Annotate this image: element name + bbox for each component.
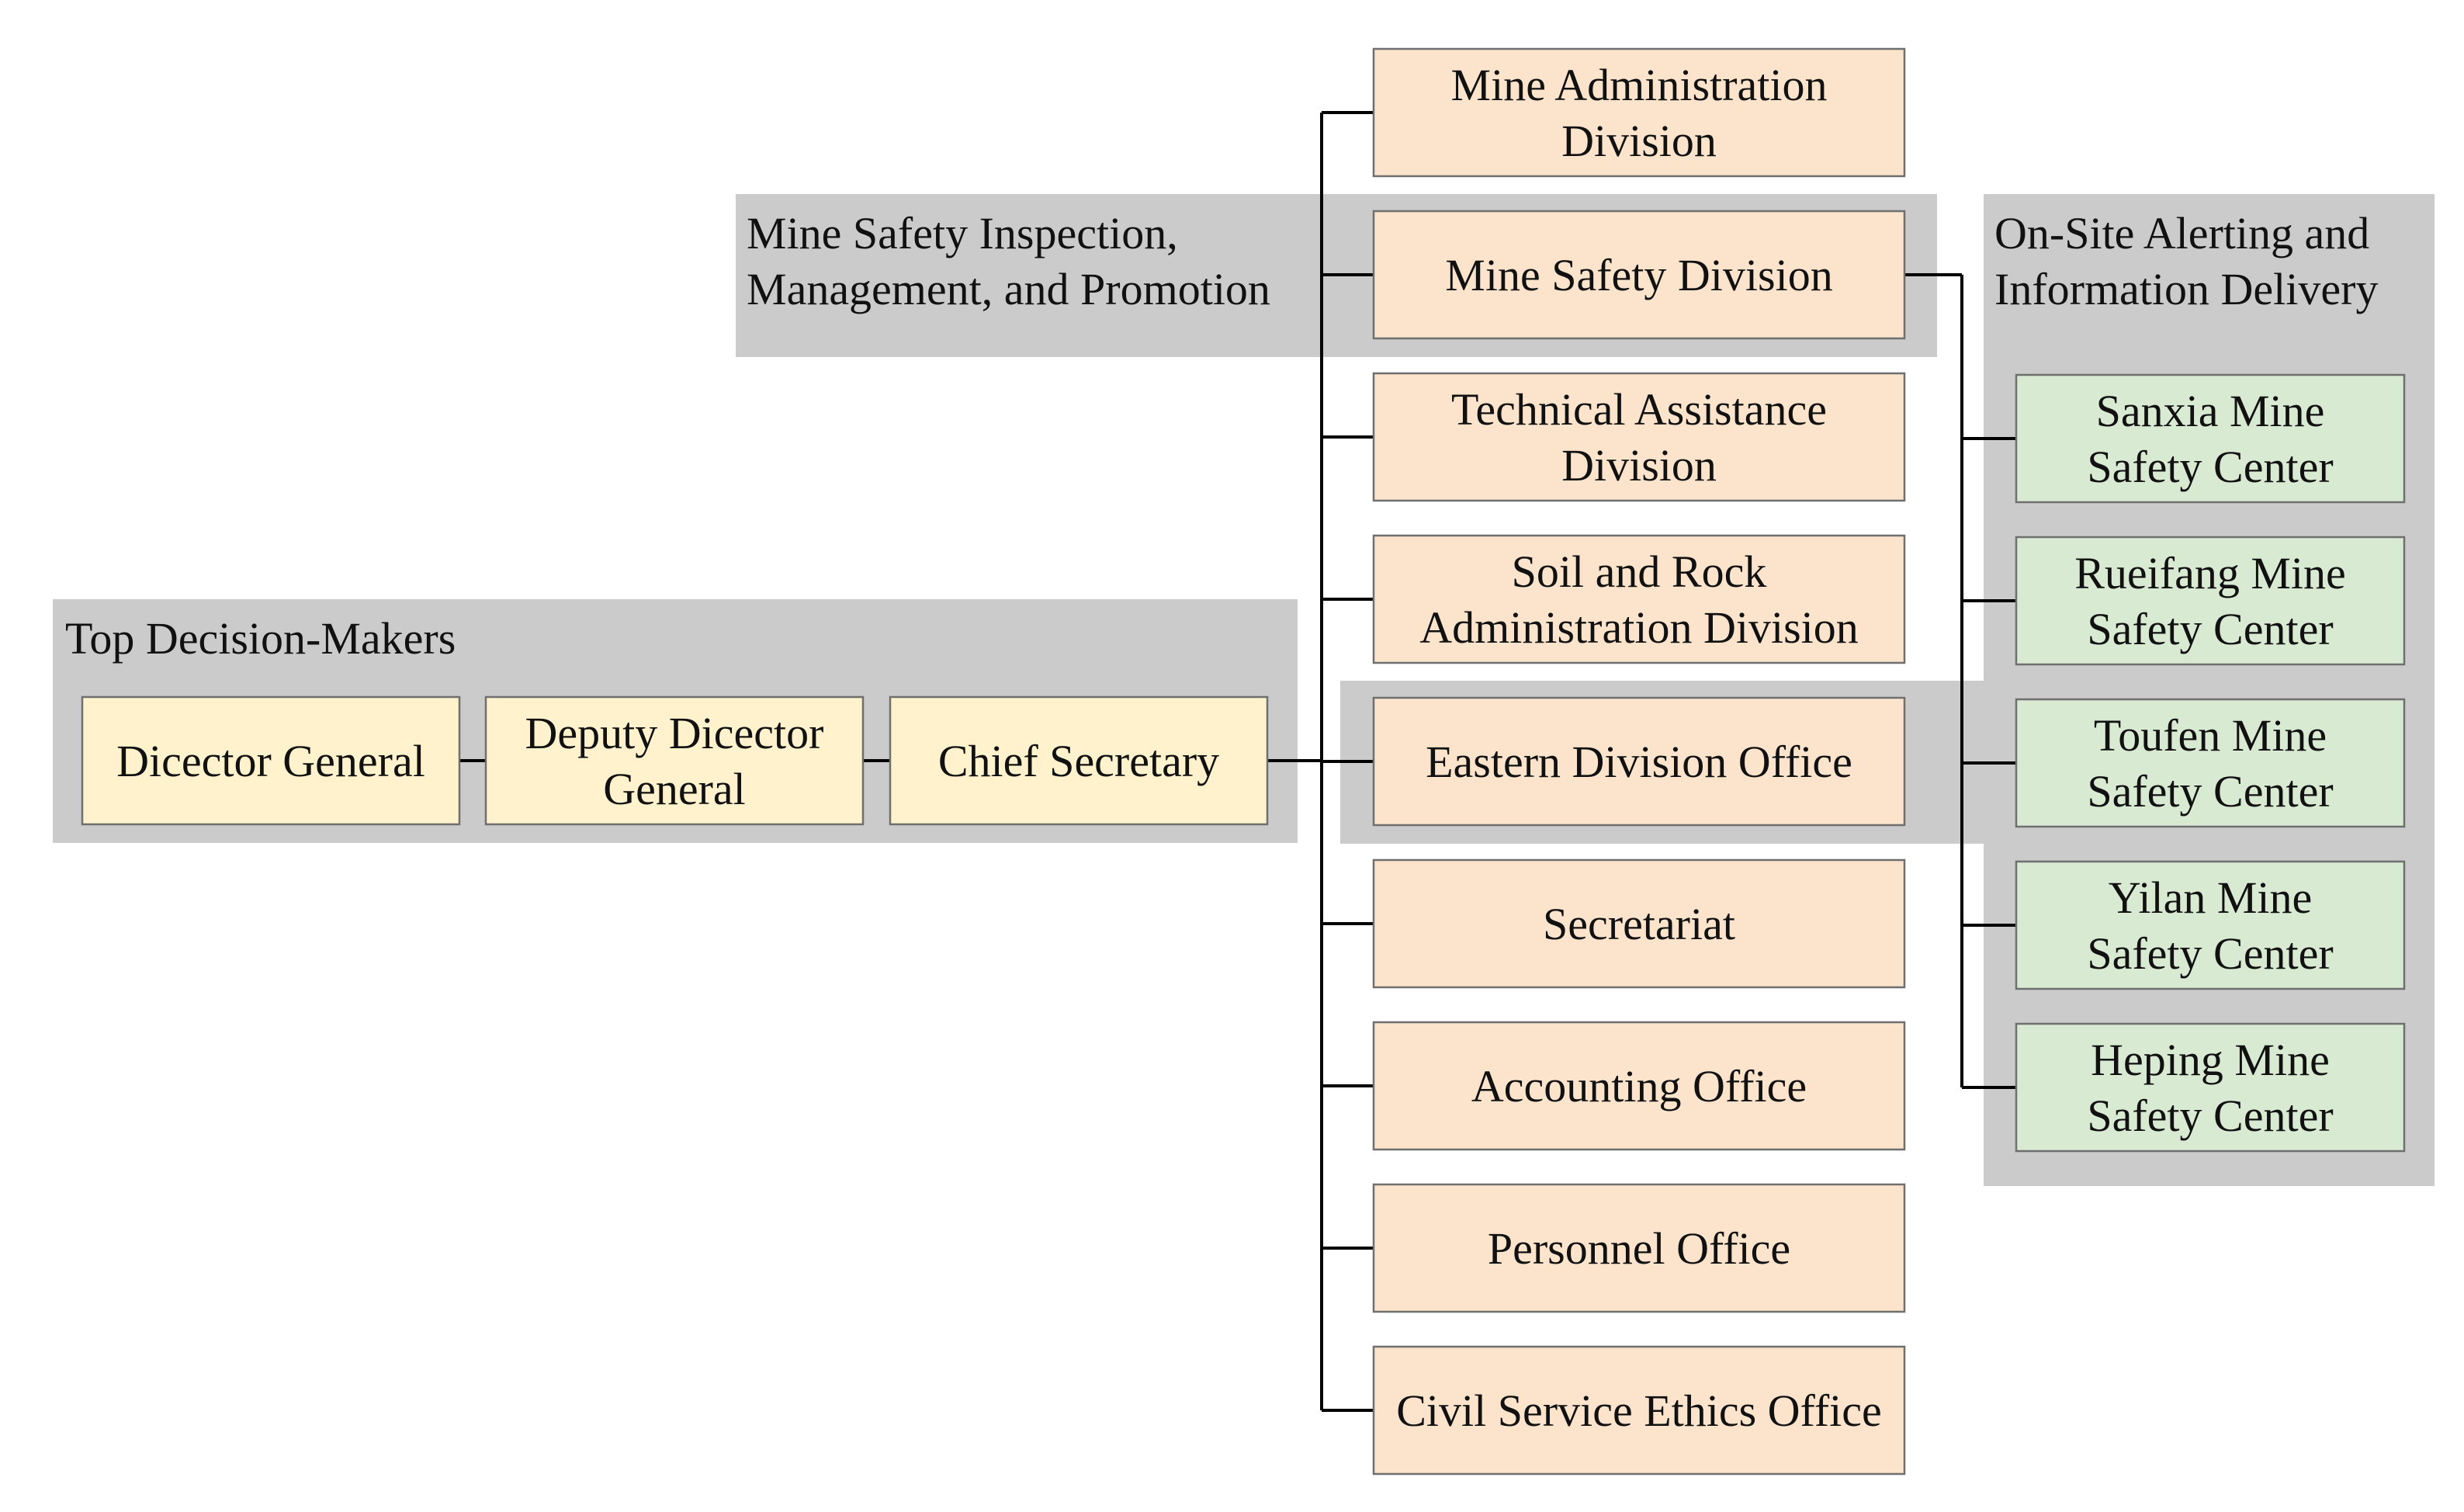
division-mine-administration-division-label: Mine Administration — [1451, 60, 1828, 110]
division-technical-assistance-division-box — [1372, 372, 1906, 502]
leader-chief-secretary-box — [889, 695, 1269, 826]
group-top-label: Top Decision-Makers — [65, 613, 456, 664]
division-mine-safety-division: Mine Safety Division — [1372, 210, 1906, 340]
center-toufen-mine-safety-center-box — [2015, 698, 2406, 828]
division-accounting-office-label: Accounting Office — [1471, 1061, 1807, 1111]
division-secretariat: Secretariat — [1372, 858, 1906, 989]
division-civil-service-ethics-office-box — [1372, 1345, 1906, 1476]
center-toufen-mine-safety-center-label: Safety Center — [2087, 766, 2333, 817]
center-heping-mine-safety-center-box — [2015, 1022, 2406, 1153]
center-sanxia-mine-safety-center-label: Safety Center — [2087, 442, 2333, 492]
division-accounting-office-box — [1372, 1021, 1906, 1151]
division-secretariat-label: Secretariat — [1543, 899, 1735, 949]
division-eastern-division-office-label: Eastern Division Office — [1426, 737, 1852, 787]
group-alerting-panel — [1984, 194, 2435, 1186]
division-personnel-office: Personnel Office — [1372, 1183, 1906, 1313]
division-personnel-office-box — [1372, 1183, 1906, 1313]
center-yilan-mine-safety-center-label: Yilan Mine — [2109, 872, 2313, 923]
division-accounting-office: Accounting Office — [1372, 1021, 1906, 1151]
division-soil-and-rock-administration-division-label: Administration Division — [1419, 602, 1859, 653]
group-alerting-label: Information Delivery — [1994, 264, 2378, 314]
group-backgrounds: Top Decision-Makers Mine Safety Inspectio… — [53, 194, 2435, 1186]
center-toufen-mine-safety-center-label: Toufen Mine — [2094, 710, 2327, 761]
center-yilan-mine-safety-center-box — [2015, 860, 2406, 990]
center-sanxia-mine-safety-center-label: Sanxia Mine — [2096, 386, 2325, 436]
center-heping-mine-safety-center-label: Safety Center — [2087, 1091, 2333, 1141]
division-personnel-office-label: Personnel Office — [1488, 1223, 1790, 1274]
division-eastern-division-office-box — [1372, 696, 1906, 827]
division-secretariat-box — [1372, 858, 1906, 989]
leader-chief-secretary-label: Chief Secretary — [938, 736, 1219, 786]
center-yilan-mine-safety-center-label: Safety Center — [2087, 928, 2333, 979]
group-inspection-label: Mine Safety Inspection, — [747, 208, 1178, 258]
leader-deputy-dicector-general-label: Deputy Dicector — [525, 708, 824, 758]
division-mine-administration-division-label: Division — [1561, 116, 1717, 166]
leader-dicector-general-label: Dicector General — [116, 736, 425, 786]
center-sanxia-mine-safety-center-box — [2015, 373, 2406, 504]
division-mine-safety-division-label: Mine Safety Division — [1445, 250, 1832, 300]
leader-chief-secretary: Chief Secretary — [889, 695, 1269, 826]
division-technical-assistance-division-label: Technical Assistance — [1451, 384, 1827, 435]
division-eastern-division-office: Eastern Division Office — [1372, 696, 1906, 827]
division-technical-assistance-division-label: Division — [1561, 440, 1717, 491]
center-rueifang-mine-safety-center-label: Rueifang Mine — [2074, 548, 2346, 598]
connector-lines — [459, 111, 2016, 1412]
center-rueifang-mine-safety-center-label: Safety Center — [2087, 604, 2333, 654]
group-alerting-label: On-Site Alerting and — [1994, 208, 2369, 258]
leader-deputy-dicector-general-label: General — [603, 764, 746, 814]
center-rueifang-mine-safety-center-box — [2015, 536, 2406, 666]
division-soil-and-rock-administration-division-label: Soil and Rock — [1512, 546, 1767, 597]
group-inspection-label: Management, and Promotion — [747, 264, 1270, 314]
division-soil-and-rock-administration-division-box — [1372, 534, 1906, 664]
division-civil-service-ethics-office-label: Civil Service Ethics Office — [1396, 1385, 1881, 1436]
division-mine-administration-division-box — [1372, 47, 1906, 178]
leader-deputy-dicector-general-box — [484, 695, 865, 826]
division-civil-service-ethics-office: Civil Service Ethics Office — [1372, 1345, 1906, 1476]
center-heping-mine-safety-center-label: Heping Mine — [2091, 1035, 2330, 1085]
leader-dicector-general-box — [81, 695, 461, 826]
division-mine-safety-division-box — [1372, 210, 1906, 340]
leader-dicector-general: Dicector General — [81, 695, 461, 826]
